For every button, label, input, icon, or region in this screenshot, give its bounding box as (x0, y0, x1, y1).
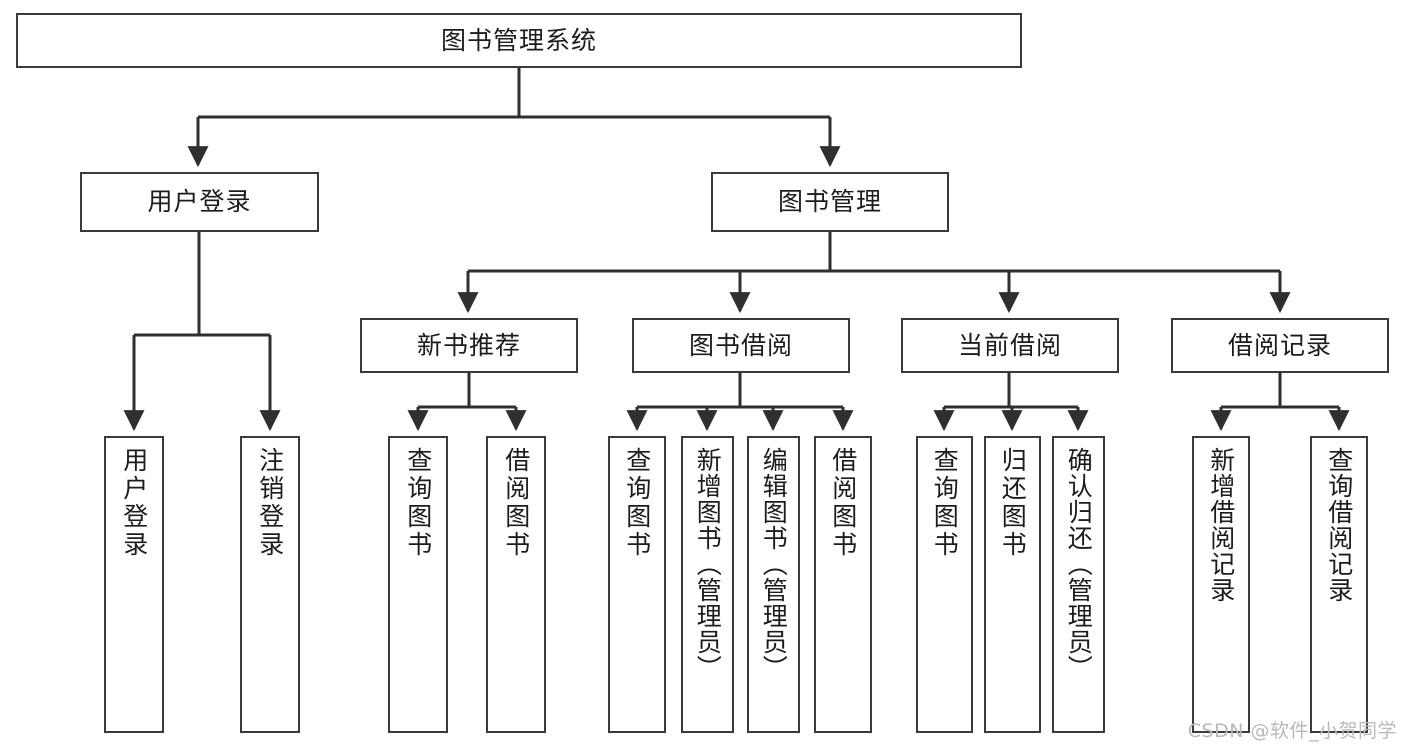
node-leaf-query-borrow-record[interactable]: 查询借阅记录 (1310, 436, 1368, 733)
leaf-label: 查询图书 (930, 447, 960, 559)
node-borrow-record-label: 借阅记录 (1227, 330, 1332, 360)
node-book-management-label: 图书管理 (777, 187, 882, 217)
node-leaf-confirm-return-admin[interactable]: 确认归还（管理员） (1052, 436, 1105, 733)
node-leaf-logout[interactable]: 注销登录 (240, 436, 300, 733)
leaf-label: 注销登录 (255, 447, 285, 559)
node-leaf-query-book-current[interactable]: 查询图书 (916, 436, 973, 733)
node-user-login[interactable]: 用户登录 (80, 172, 319, 232)
node-book-borrow[interactable]: 图书借阅 (632, 318, 850, 373)
node-leaf-add-book-admin[interactable]: 新增图书（管理员） (681, 436, 734, 733)
node-leaf-user-login[interactable]: 用户登录 (104, 436, 164, 733)
csdn-watermark: CSDN @软件_小贺同学 (1187, 720, 1397, 742)
leaf-label: 确认归还（管理员） (1064, 447, 1094, 681)
node-leaf-borrow-book-recommend[interactable]: 借阅图书 (486, 436, 546, 733)
leaf-label: 归还图书 (998, 447, 1028, 559)
leaf-label: 借阅图书 (828, 447, 858, 559)
node-book-management[interactable]: 图书管理 (711, 172, 949, 232)
node-current-borrow[interactable]: 当前借阅 (901, 318, 1119, 373)
node-new-book-recommend[interactable]: 新书推荐 (360, 318, 578, 373)
leaf-label: 用户登录 (119, 447, 149, 559)
node-new-book-recommend-label: 新书推荐 (416, 330, 521, 360)
node-leaf-query-book[interactable]: 查询图书 (608, 436, 666, 733)
leaf-label: 查询图书 (403, 447, 433, 559)
node-user-login-label: 用户登录 (147, 187, 252, 217)
node-leaf-query-book-recommend[interactable]: 查询图书 (388, 436, 448, 733)
leaf-label: 新增借阅记录 (1206, 447, 1236, 603)
leaf-label: 查询图书 (622, 447, 652, 559)
node-leaf-add-borrow-record[interactable]: 新增借阅记录 (1192, 436, 1250, 733)
node-current-borrow-label: 当前借阅 (957, 330, 1062, 360)
leaf-label: 编辑图书（管理员） (759, 447, 789, 681)
node-leaf-edit-book-admin[interactable]: 编辑图书（管理员） (747, 436, 800, 733)
node-root[interactable]: 图书管理系统 (16, 13, 1022, 68)
node-leaf-return-book[interactable]: 归还图书 (984, 436, 1041, 733)
leaf-label: 新增图书（管理员） (693, 447, 723, 681)
node-book-borrow-label: 图书借阅 (688, 330, 793, 360)
leaf-label: 借阅图书 (501, 447, 531, 559)
leaf-label: 查询借阅记录 (1324, 447, 1354, 603)
node-borrow-record[interactable]: 借阅记录 (1171, 318, 1389, 373)
node-leaf-borrow-book[interactable]: 借阅图书 (814, 436, 872, 733)
node-root-label: 图书管理系统 (440, 25, 597, 55)
